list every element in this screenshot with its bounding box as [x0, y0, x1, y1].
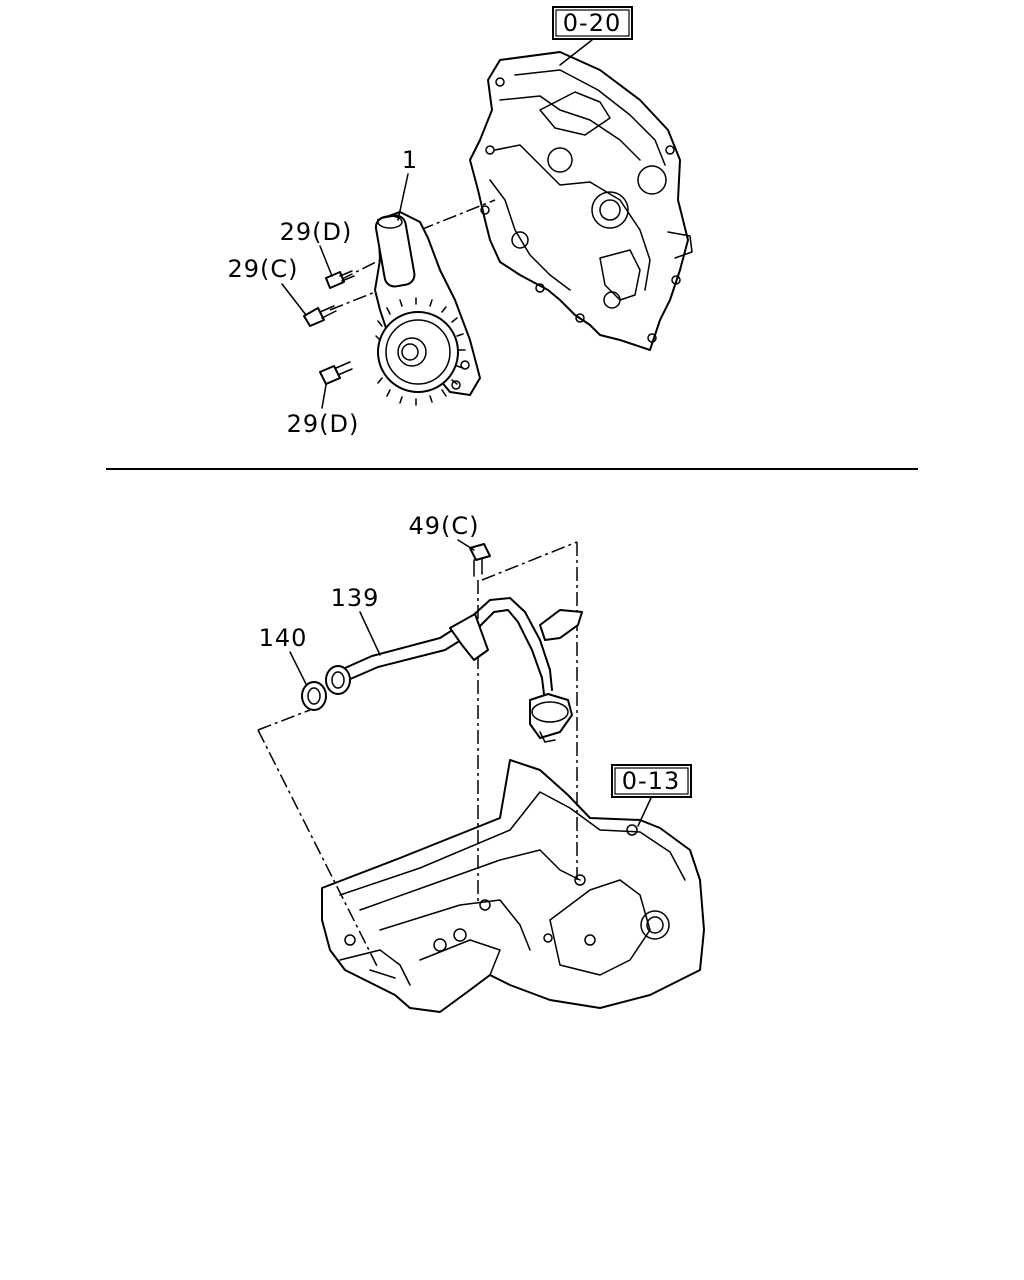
leader-line	[321, 384, 327, 409]
alignment-line	[257, 709, 311, 731]
oil-strainer-pipe	[325, 597, 583, 743]
bolt-29d-upper	[325, 270, 355, 289]
leader-line	[289, 651, 307, 685]
callout-part-1[interactable]: 1	[402, 146, 418, 174]
leader-line	[359, 611, 381, 656]
bolt-49c	[469, 543, 491, 577]
alignment-line	[481, 541, 578, 581]
callout-part-29c[interactable]: 29(C)	[227, 255, 298, 283]
leader-line	[457, 539, 475, 551]
alignment-line	[339, 254, 391, 281]
reference-code: 0-20	[563, 9, 621, 37]
leader-line	[559, 39, 593, 66]
reference-box-0-13[interactable]: 0-13	[611, 764, 692, 798]
timing-gear-case	[469, 51, 693, 351]
leader-line	[319, 245, 333, 277]
oil-pump-assembly	[374, 211, 481, 406]
leader-line	[637, 797, 652, 827]
callout-part-29d-lower[interactable]: 29(D)	[287, 410, 360, 438]
bolt-29d-lower	[319, 361, 353, 385]
callout-part-139[interactable]: 139	[331, 584, 380, 612]
alignment-line	[257, 729, 379, 969]
alignment-line	[419, 199, 496, 231]
bolt-29c	[303, 305, 337, 327]
oil-pan	[321, 759, 705, 1013]
callout-part-140[interactable]: 140	[259, 624, 308, 652]
callout-part-29d-upper[interactable]: 29(D)	[280, 218, 353, 246]
leader-line	[397, 173, 409, 221]
o-ring-140	[301, 681, 327, 711]
reference-code: 0-13	[622, 767, 680, 795]
reference-box-0-20[interactable]: 0-20	[552, 6, 633, 40]
alignment-line	[329, 289, 381, 311]
leader-line	[281, 283, 307, 316]
callout-part-49c[interactable]: 49(C)	[408, 512, 479, 540]
